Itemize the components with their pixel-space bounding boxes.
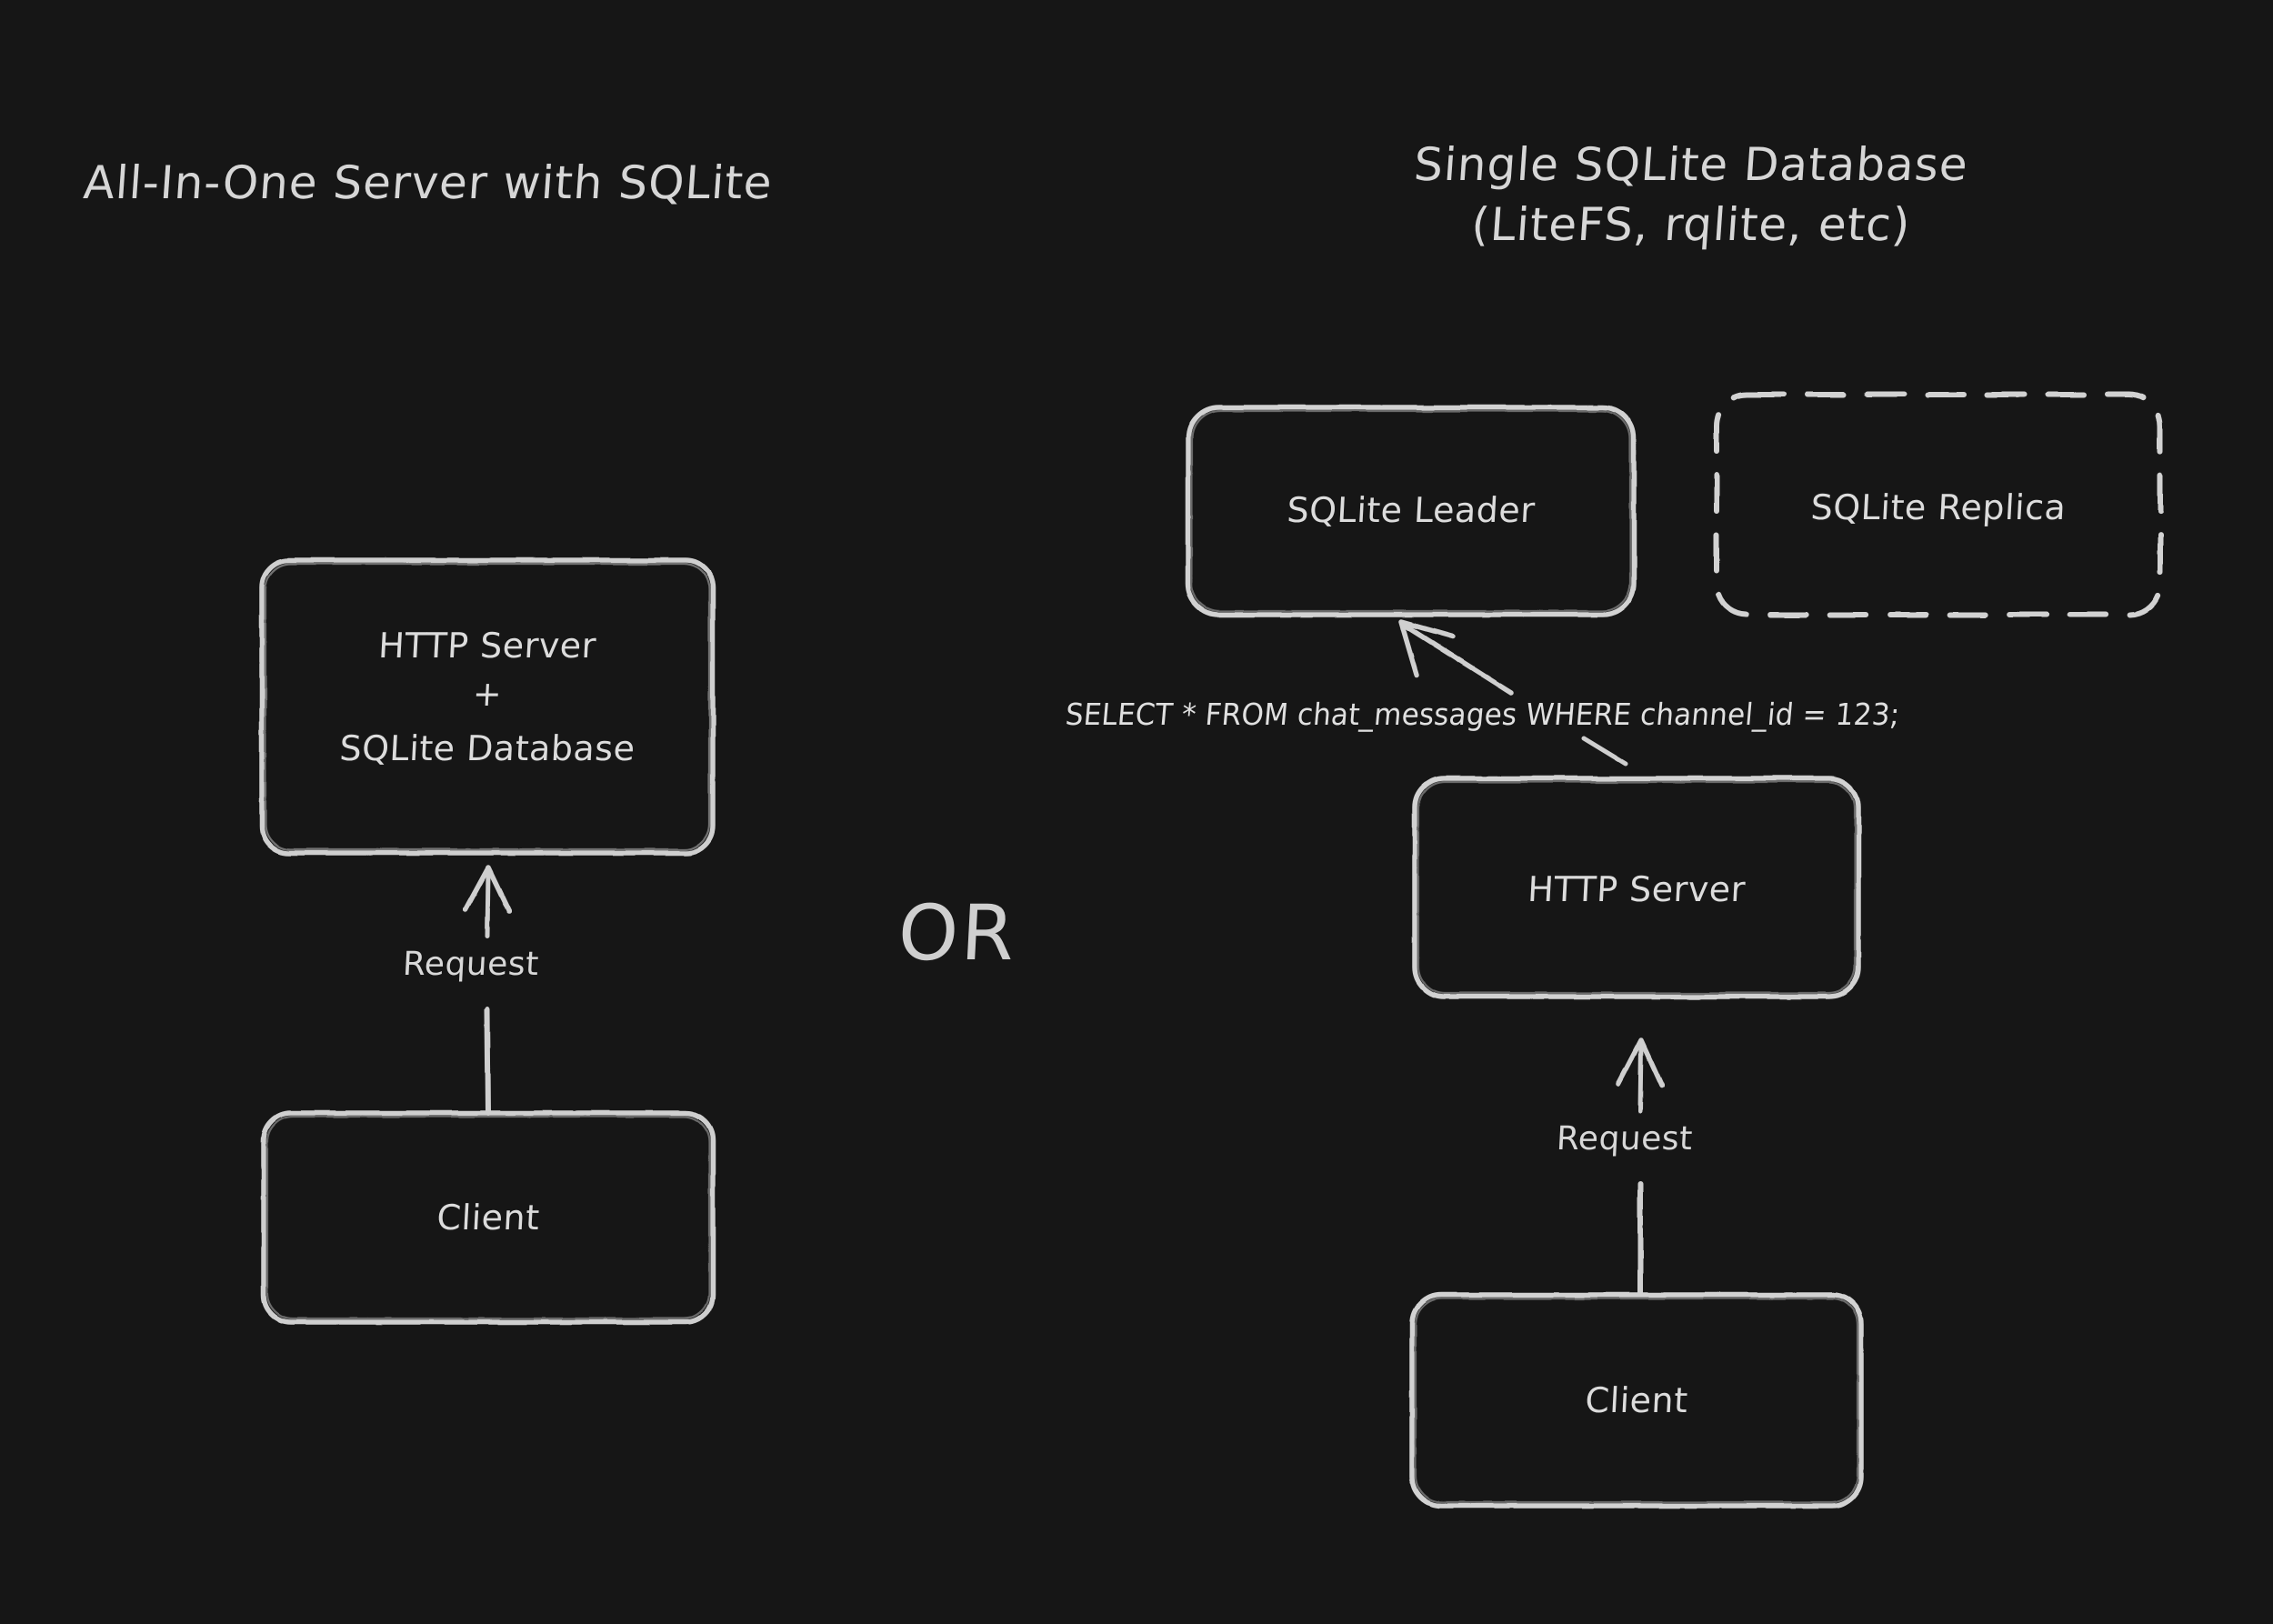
node-label-sqlite-replica: SQLite Replica: [1809, 487, 2068, 527]
edge-client-to-server-arrow: [463, 865, 512, 1116]
node-label-http-server-sqlite-line3: SQLite Database: [338, 728, 636, 768]
panel-title-all-in-one: All-In-One Server with SQLite: [81, 156, 775, 209]
node-label-http-server-sqlite-line2: +: [471, 674, 504, 714]
node-label-http-server-sqlite-line1: HTTP Server: [377, 626, 597, 666]
edge-server-to-leader-arrow: [1398, 619, 1628, 767]
edge-label-select-query: SELECT * FROM chat_messages WHERE channe…: [1064, 697, 1902, 732]
edge-label-request-right: Request: [1555, 1120, 1694, 1158]
node-label-client-right: Client: [1584, 1380, 1689, 1420]
node-label-client-left: Client: [436, 1198, 541, 1238]
panel-title-single-sqlite-line1: Single SQLite Database: [1412, 138, 1970, 191]
node-label-sqlite-leader: SQLite Leader: [1286, 490, 1537, 530]
node-label-http-server-right: HTTP Server: [1527, 869, 1747, 909]
separator-or-label: OR: [896, 888, 1020, 977]
panel-title-single-sqlite-line2: (LiteFS, rqlite, etc): [1469, 198, 1913, 251]
edge-label-request-left: Request: [401, 946, 540, 983]
edge-client-to-server-right-arrow: [1616, 1038, 1665, 1296]
